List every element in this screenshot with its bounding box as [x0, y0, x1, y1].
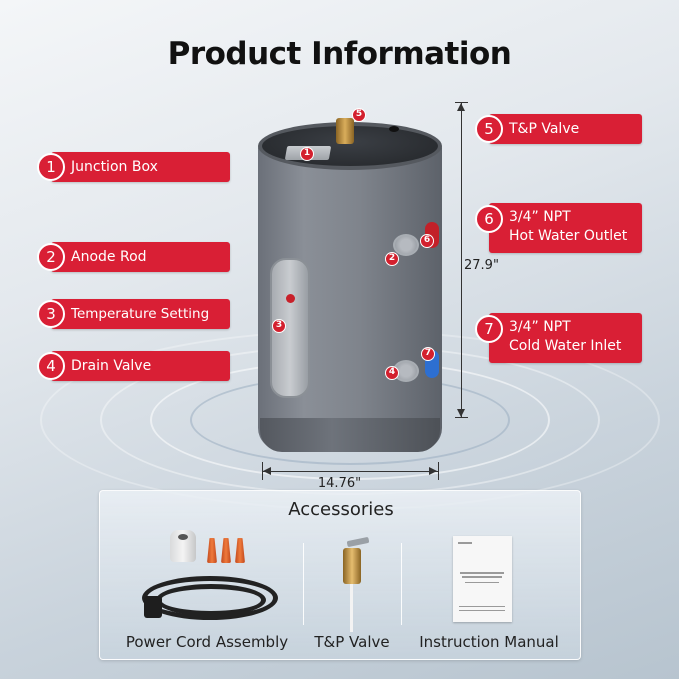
callout-drain-valve: 4 Drain Valve — [37, 351, 230, 381]
height-label: 27.9" — [464, 258, 499, 273]
callout-bar — [51, 242, 230, 272]
manual-line — [459, 606, 505, 607]
manual-line — [458, 542, 472, 544]
callout-label-line1: 3/4” NPT — [509, 209, 571, 225]
callout-bar — [51, 299, 230, 329]
callout-label-line2: Cold Water Inlet — [509, 338, 622, 354]
callout-anode-rod: 2 Anode Rod — [37, 242, 230, 272]
tp-valve-fitting — [336, 118, 354, 144]
callout-label-line1: 3/4” NPT — [509, 319, 571, 335]
callout-bar — [489, 203, 642, 253]
callout-hot-water-outlet: 6 3/4” NPT Hot Water Outlet — [475, 203, 642, 253]
accessory-label-power-cord: Power Cord Assembly — [125, 633, 289, 651]
accessory-label-tp-valve: T&P Valve — [314, 633, 390, 651]
marker-2: 2 — [385, 252, 399, 266]
divider — [401, 543, 402, 625]
callout-label: 3/4” NPT Hot Water Outlet — [509, 208, 638, 246]
callout-cold-water-inlet: 7 3/4” NPT Cold Water Inlet — [475, 313, 642, 363]
arrow-right-icon — [429, 467, 437, 475]
accessory-label-manual: Instruction Manual — [419, 633, 559, 651]
callout-label: Anode Rod — [71, 249, 147, 265]
accessories-title: Accessories — [288, 499, 394, 520]
wire-nut — [207, 538, 217, 563]
arrow-left-icon — [263, 467, 271, 475]
callout-bar — [489, 114, 642, 144]
callout-number: 7 — [475, 315, 503, 343]
indicator-light — [286, 294, 295, 303]
callout-bar — [489, 313, 642, 363]
manual-icon — [453, 536, 512, 622]
marker-3: 3 — [272, 319, 286, 333]
marker-1: 1 — [300, 147, 314, 161]
dimension-line — [461, 103, 462, 417]
callout-label: Drain Valve — [71, 358, 152, 374]
plug — [144, 596, 162, 618]
marker-5: 5 — [352, 108, 366, 122]
divider — [303, 543, 304, 625]
callout-label-line2: Hot Water Outlet — [509, 228, 628, 244]
callout-number: 3 — [37, 300, 65, 328]
wire-nut — [221, 538, 231, 563]
dimension-tick — [455, 417, 468, 418]
callout-number: 4 — [37, 352, 65, 380]
valve-probe — [350, 584, 353, 632]
cord-loop — [156, 584, 266, 616]
marker-4: 4 — [385, 366, 399, 380]
valve-body — [343, 548, 361, 584]
callout-tp-valve: 5 T&P Valve — [475, 114, 642, 144]
width-label: 14.76" — [317, 476, 362, 491]
callout-temperature-setting: 3 Temperature Setting — [37, 299, 230, 329]
tank-base — [260, 418, 440, 452]
arrow-up-icon — [457, 103, 465, 111]
callout-label: Temperature Setting — [71, 306, 210, 322]
manual-line — [465, 582, 499, 583]
anode-rod-cap — [393, 234, 419, 256]
callout-number: 5 — [475, 115, 503, 143]
callout-number: 2 — [37, 243, 65, 271]
callout-label: Junction Box — [71, 159, 158, 175]
callout-number: 1 — [37, 153, 65, 181]
callout-label: T&P Valve — [509, 121, 580, 137]
marker-7: 7 — [421, 347, 435, 361]
wire-nut — [235, 538, 245, 563]
dimension-tick — [455, 102, 468, 103]
callout-junction-box: 1 Junction Box — [37, 152, 230, 182]
dimension-line — [262, 471, 438, 472]
page-title: Product Information — [167, 36, 512, 72]
top-port — [389, 126, 399, 132]
callout-bar — [51, 351, 230, 381]
marker-6: 6 — [420, 234, 434, 248]
cable-gland — [170, 530, 196, 562]
callout-number: 6 — [475, 205, 503, 233]
arrow-down-icon — [457, 409, 465, 417]
manual-line — [460, 572, 504, 574]
manual-line — [459, 610, 505, 611]
callout-bar — [51, 152, 230, 182]
manual-line — [462, 576, 502, 578]
dimension-tick — [438, 462, 439, 480]
callout-label: 3/4” NPT Cold Water Inlet — [509, 318, 638, 356]
